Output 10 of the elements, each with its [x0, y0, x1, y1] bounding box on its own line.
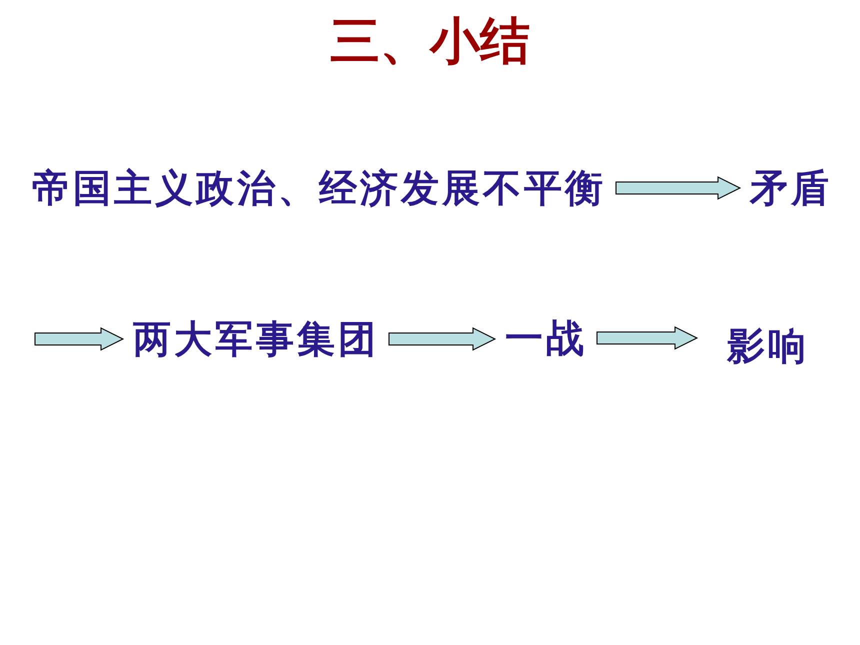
node-text: 矛盾 [750, 166, 832, 210]
node-text: 帝国主义政治、经济发展不平衡 [32, 166, 606, 210]
title: 三、小结 [329, 11, 531, 72]
block-arrow [388, 327, 496, 351]
block-arrow [596, 326, 698, 350]
block-arrow [34, 327, 124, 351]
node-text: 一战 [505, 316, 587, 360]
node-text: 两大军事集团 [133, 317, 379, 361]
block-arrow [616, 176, 742, 200]
node-text: 影响 [727, 324, 809, 368]
